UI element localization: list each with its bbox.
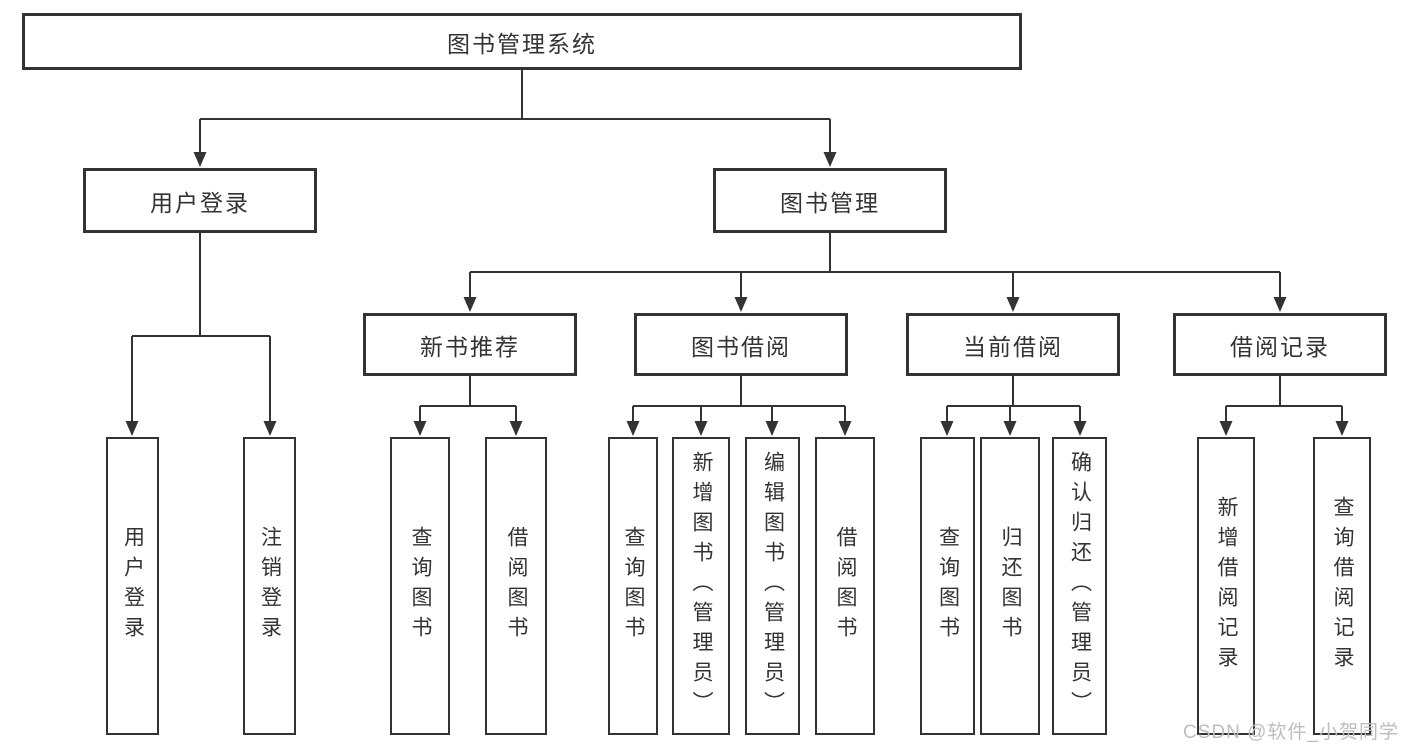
leaf-borrow-books: 借阅图书 <box>815 437 875 735</box>
leaf-query-books-borrow: 查询图书 <box>608 437 658 735</box>
leaf-logout: 注销登录 <box>243 437 296 735</box>
leaf-query-books-current: 查询图书 <box>920 437 975 735</box>
leaf-confirm-return-admin: 确认归还（管理员） <box>1052 437 1107 735</box>
connector-path <box>131 70 1343 422</box>
node-root: 图书管理系统 <box>22 13 1022 70</box>
csdn-watermark: CSDN @软件_小贺同学 <box>1183 722 1399 743</box>
leaf-user-login: 用户登录 <box>106 437 159 735</box>
node-new-book-recommend: 新书推荐 <box>363 313 577 376</box>
leaf-add-book-admin: 新增图书（管理员） <box>672 437 730 735</box>
leaf-query-books-recommend: 查询图书 <box>390 437 450 735</box>
node-book-management: 图书管理 <box>713 168 947 233</box>
node-current-borrow: 当前借阅 <box>906 313 1120 376</box>
leaf-edit-book-admin: 编辑图书（管理员） <box>745 437 800 735</box>
node-user-login: 用户登录 <box>83 168 317 233</box>
leaf-query-borrow-record: 查询借阅记录 <box>1313 437 1371 735</box>
leaf-add-borrow-record: 新增借阅记录 <box>1197 437 1255 735</box>
node-book-borrow: 图书借阅 <box>634 313 848 376</box>
node-borrow-records: 借阅记录 <box>1173 313 1387 376</box>
leaf-borrow-books-recommend: 借阅图书 <box>485 437 547 735</box>
leaf-return-book: 归还图书 <box>980 437 1040 735</box>
